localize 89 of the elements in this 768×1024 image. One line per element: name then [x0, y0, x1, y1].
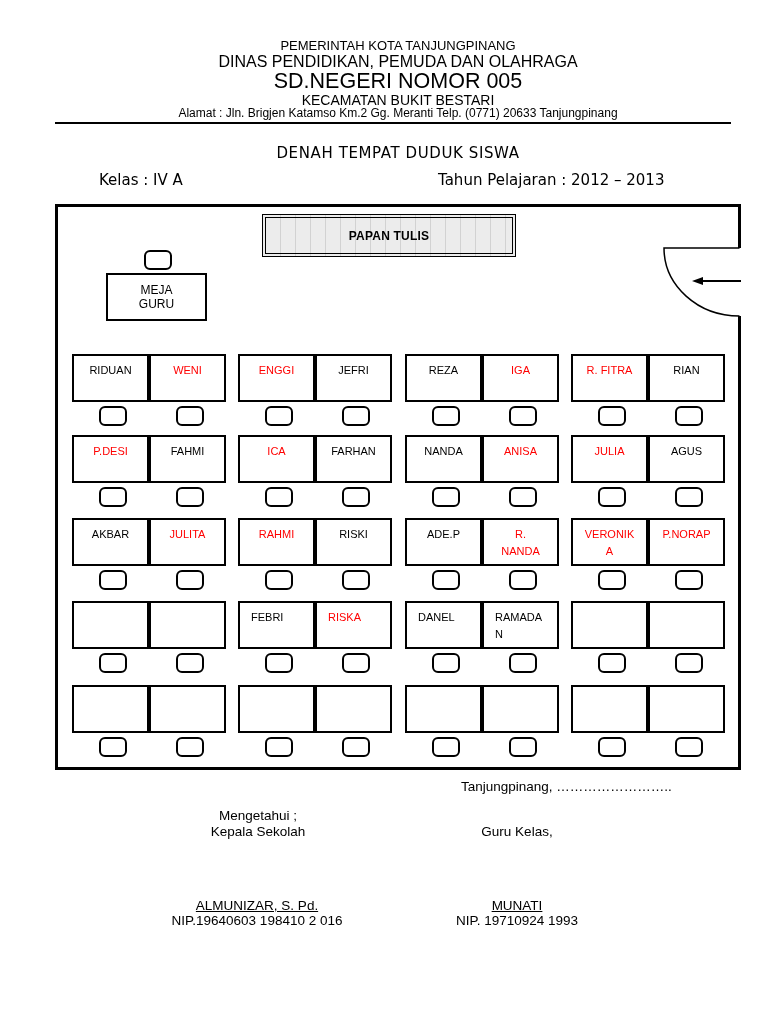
student-desk — [571, 601, 648, 649]
student-desk — [238, 518, 315, 566]
school-year-label: Tahun Pelajaran : 2012 – 2013 — [438, 172, 665, 189]
student-name: RISKI — [339, 527, 368, 542]
student-desk — [648, 354, 725, 402]
student-name: REZA — [428, 363, 459, 378]
student-desk — [482, 601, 559, 649]
class-label: Kelas : IV A — [99, 172, 183, 189]
student-name: P.DESI — [93, 444, 128, 459]
student-desk — [238, 685, 315, 733]
student-name: RISKA — [328, 610, 361, 625]
student-name: FAHMI — [170, 444, 205, 459]
student-name: R. NANDA — [500, 527, 541, 559]
student-desk — [405, 685, 482, 733]
student-name: RAMADAN — [495, 610, 544, 642]
signatory-role: Guru Kelas, — [481, 824, 553, 840]
letterhead-line: PEMERINTAH KOTA TANJUNGPINANG — [280, 38, 516, 52]
student-desk — [482, 354, 559, 402]
student-desk — [571, 354, 648, 402]
student-desk — [648, 518, 725, 566]
student-desk — [72, 518, 149, 566]
student-desk — [648, 685, 725, 733]
signature-note: Mengetahui ; — [218, 809, 298, 824]
student-name: VERONIKA — [584, 527, 635, 559]
student-desk — [149, 601, 226, 649]
student-desk — [238, 435, 315, 483]
student-name: FEBRI — [251, 610, 284, 625]
student-desk — [238, 354, 315, 402]
student-desk — [315, 435, 392, 483]
student-name: RAHMI — [258, 527, 295, 542]
student-name: R. FITRA — [586, 363, 633, 378]
student-desk — [648, 435, 725, 483]
student-desk — [405, 518, 482, 566]
student-desk — [405, 435, 482, 483]
student-desk — [72, 601, 149, 649]
classroom-outline — [55, 204, 741, 770]
student-desk — [149, 435, 226, 483]
student-name: JEFRI — [338, 363, 369, 378]
student-desk — [315, 354, 392, 402]
letterhead-line: DINAS PENDIDIKAN, PEMUDA DAN OLAHRAGA — [218, 54, 578, 70]
employee-id: NIP.19640603 198410 2 016 — [171, 914, 343, 929]
student-name: P.NORAP — [662, 527, 711, 542]
student-name: AGUS — [670, 444, 703, 459]
student-name: RIAN — [673, 363, 700, 378]
student-name: RIDUAN — [89, 363, 132, 378]
student-desk — [149, 354, 226, 402]
student-name: ENGGI — [258, 363, 295, 378]
student-desk — [315, 518, 392, 566]
student-desk — [405, 354, 482, 402]
address-line: Alamat : Jln. Brigjen Katamso Km.2 Gg. Meranti Telp. (0771) 20633 Tanjungpinang — [178, 107, 618, 119]
student-name: ICA — [267, 444, 286, 459]
writing-board — [262, 214, 516, 257]
student-desk — [405, 601, 482, 649]
signatory-name: ALMUNIZAR, S. Pd. — [195, 899, 319, 914]
student-desk — [571, 435, 648, 483]
board-label: PAPAN TULIS — [348, 228, 430, 243]
student-desk — [571, 685, 648, 733]
student-desk — [482, 518, 559, 566]
student-name: NANDA — [424, 444, 463, 459]
student-desk — [72, 685, 149, 733]
student-desk — [315, 685, 392, 733]
student-desk — [315, 601, 392, 649]
school-name: SD.NEGERI NOMOR 005 — [273, 71, 523, 93]
student-name: ANISA — [504, 444, 537, 459]
student-name: DANEL — [418, 610, 455, 625]
student-name: WENI — [173, 363, 202, 378]
signatory-role: Kepala Sekolah — [210, 824, 306, 840]
student-desk — [648, 601, 725, 649]
student-name: IGA — [511, 363, 530, 378]
place-date-line: Tanjungpinang, …………………….. — [461, 780, 672, 795]
student-desk — [72, 354, 149, 402]
student-name: JULITA — [169, 527, 206, 542]
student-desk — [482, 685, 559, 733]
desk-label: MEJA GURU — [137, 283, 176, 311]
student-name: ADE.P — [427, 527, 460, 542]
student-desk — [149, 685, 226, 733]
plan-title: DENAH TEMPAT DUDUK SISWA — [276, 145, 520, 162]
student-desk — [571, 518, 648, 566]
employee-id: NIP. 19710924 1993 — [455, 914, 579, 929]
student-desk — [482, 435, 559, 483]
letterhead-line: KECAMATAN BUKIT BESTARI — [301, 93, 495, 107]
teacher-desk — [106, 273, 207, 321]
student-desk — [149, 518, 226, 566]
student-desk — [72, 435, 149, 483]
student-name: AKBAR — [91, 527, 130, 542]
signatory-name: MUNATI — [491, 899, 543, 914]
student-name: FARHAN — [331, 444, 376, 459]
student-name: JULIA — [594, 444, 625, 459]
student-desk — [238, 601, 315, 649]
